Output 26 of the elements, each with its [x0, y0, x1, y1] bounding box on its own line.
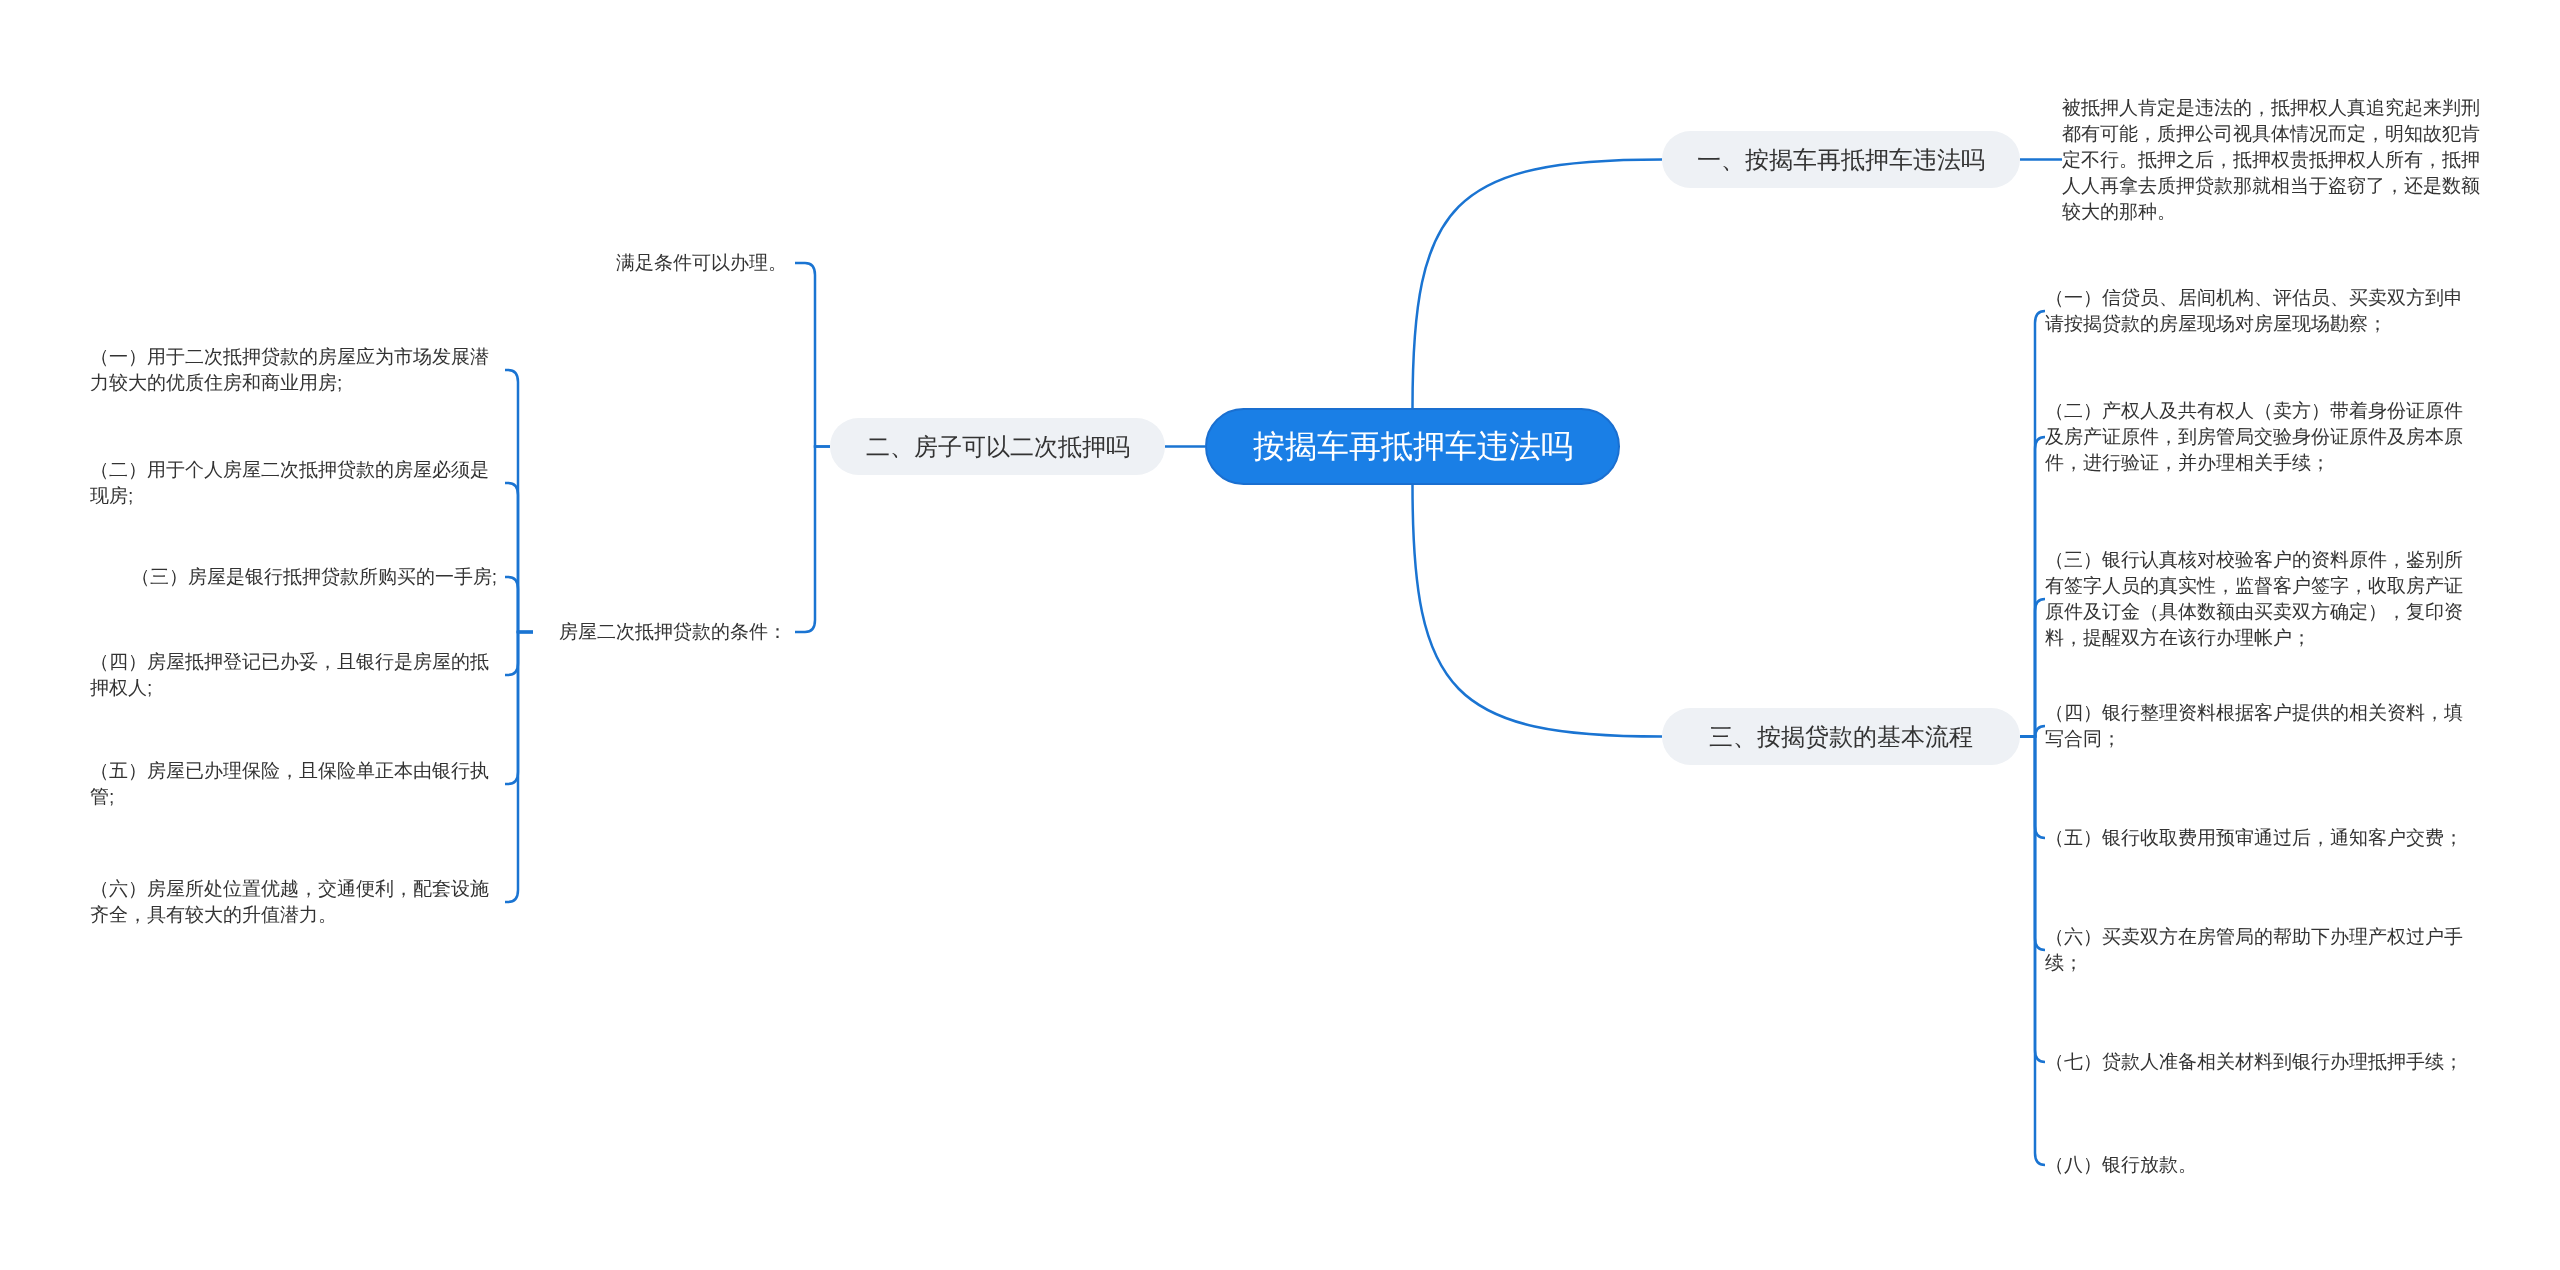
leaf-text: （二）用于个人房屋二次抵押贷款的房屋必须是现房; [90, 454, 505, 512]
leaf-text: 满足条件可以办理。 [560, 248, 795, 278]
leaf-text: （一）用于二次抵押贷款的房屋应为市场发展潜力较大的优质住房和商业用房; [90, 341, 505, 399]
topic-pill: 一、按揭车再抵押车违法吗 [1662, 131, 2020, 188]
leaf-text: 房屋二次抵押贷款的条件： [533, 617, 795, 647]
leaf-text: （三）银行认真核对校验客户的资料原件，鉴别所有签字人员的真实性，监督客户签字，收取房产证原件及订金（具体数额由买卖双方确定），复印资料，提醒双方在该行办理帐户； [2045, 546, 2465, 652]
leaf-text: （三）房屋是银行抵押贷款所购买的一手房; [90, 562, 505, 592]
connector [1411, 158, 1663, 409]
connector [1411, 484, 1663, 738]
leaf-text: （七）贷款人准备相关材料到银行办理抵押手续； [2045, 1035, 2465, 1089]
connector [2020, 158, 2062, 161]
leaf-text: （八）银行放款。 [2045, 1150, 2465, 1180]
leaf-text: （二）产权人及共有权人（卖方）带着身份证原件及房产证原件，到房管局交验身份证原件及房本原件，进行验证，并办理相关手续； [2045, 397, 2465, 477]
connector [1165, 445, 1205, 448]
central-topic: 按揭车再抵押车违法吗 [1205, 408, 1620, 485]
leaf-text: （四）房屋抵押登记已办妥，且银行是房屋的抵押权人; [90, 646, 505, 704]
leaf-text: （一）信贷员、居间机构、评估员、买卖双方到申请按揭贷款的房屋现场对房屋现场勘察； [2045, 284, 2465, 338]
leaf-text: （六）房屋所处位置优越，交通便利，配套设施齐全，具有较大的升值潜力。 [90, 873, 505, 931]
leaf-text: （四）银行整理资料根据客户提供的相关资料，填写合同； [2045, 699, 2465, 753]
leaf-text: （五）银行收取费用预审通过后，通知客户交费； [2045, 811, 2465, 865]
leaf-text: （六）买卖双方在房管局的帮助下办理产权过户手续； [2045, 923, 2465, 977]
topic-pill: 三、按揭贷款的基本流程 [1662, 708, 2020, 765]
leaf-text: （五）房屋已办理保险，且保险单正本由银行执管; [90, 755, 505, 813]
leaf-text: 被抵押人肯定是违法的，抵押权人真追究起来判刑都有可能，质押公司视具体情况而定，明知故犯肯定不行。抵押之后，抵押权贵抵押权人所有，抵押人人再拿去质押贷款那就相当于盗窃了，还是数额较大的那种。 [2062, 92, 2487, 227]
connector [2020, 735, 2047, 1167]
topic-pill: 二、房子可以二次抵押吗 [830, 418, 1165, 475]
